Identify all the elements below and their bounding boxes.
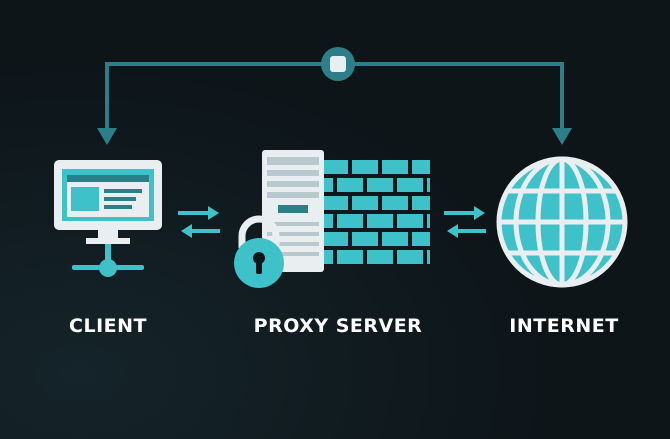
arrows-client-proxy [178,206,220,238]
brick [367,250,393,264]
computer-monitor-icon [54,160,162,277]
brick [322,196,348,210]
brick [427,250,430,264]
padlock-icon [234,215,284,288]
internet-label: INTERNET [509,315,619,337]
arrow-left-icon [447,224,458,238]
brick [337,178,363,192]
brick [397,178,423,192]
brick [337,214,363,228]
brick [322,160,348,174]
arrow-right-icon [208,206,219,220]
brick [352,160,378,174]
globe-icon [496,156,628,288]
brick [427,178,430,192]
brick [397,250,423,264]
proxy-server-label: PROXY SERVER [253,315,423,337]
brick [412,160,430,174]
brick [397,214,423,228]
brick [322,214,333,228]
brick [352,232,378,246]
brick [367,214,393,228]
brick [322,232,348,246]
arrows-proxy-internet [444,206,486,238]
brick [352,196,378,210]
brick [382,232,408,246]
arrow-down-right [552,128,572,145]
square-node-icon [321,47,355,81]
brick [382,160,408,174]
brick [427,214,430,228]
brick-firewall-icon [322,160,430,264]
brick [382,196,408,210]
arrow-left-icon [181,224,192,238]
brick [322,250,333,264]
arrow-down-left [97,128,117,145]
brick [367,178,393,192]
client-label: CLIENT [69,315,147,337]
arrow-right-icon [474,206,485,220]
top-connector [97,47,572,145]
brick [412,232,430,246]
brick [412,196,430,210]
brick [322,178,333,192]
brick [337,250,363,264]
